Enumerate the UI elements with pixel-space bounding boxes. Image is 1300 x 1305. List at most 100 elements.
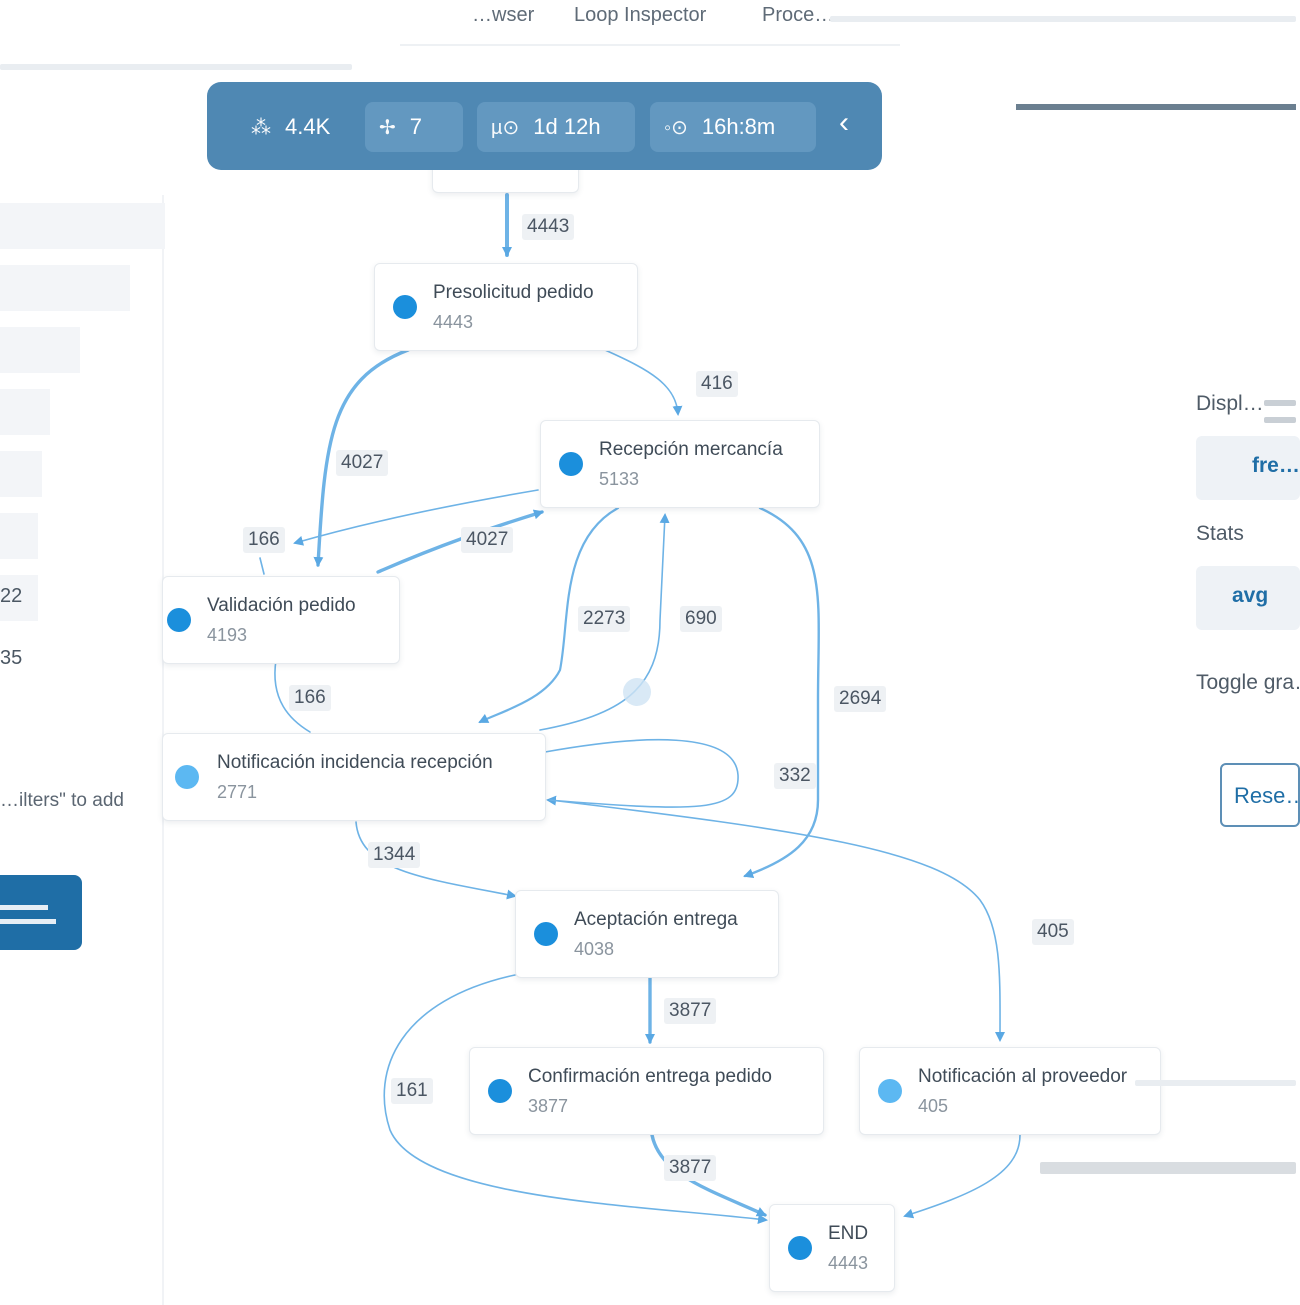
cases-icon: ⁂ [251, 116, 271, 139]
edge-label: 416 [696, 371, 738, 397]
toggle-graph-label: Toggle gra… [1196, 671, 1300, 694]
edge-label: 161 [391, 1078, 433, 1104]
mean-duration-icon: µ⊙ [491, 116, 520, 139]
display-value: fre… [1252, 454, 1300, 477]
right-divider [1135, 1080, 1296, 1086]
activity-dot-icon [559, 452, 583, 476]
node-end[interactable]: END 4443 [769, 1204, 895, 1292]
filter-row[interactable] [0, 327, 80, 373]
filter-value: 22 [0, 585, 23, 607]
edge [259, 557, 265, 575]
activities-value: 7 [409, 114, 423, 139]
cases-stat[interactable]: ⁂ 4.4K [237, 102, 349, 152]
edge-label: 4027 [336, 450, 389, 476]
filter-row[interactable] [0, 265, 130, 311]
edge-label: 690 [680, 606, 722, 632]
edge-label: 332 [774, 763, 816, 789]
node-confirmacion-entrega-pedido[interactable]: Confirmación entrega pedido 3877 [469, 1047, 824, 1135]
tab-process[interactable]: Proce… [762, 4, 835, 26]
tab-browser[interactable]: …wser [472, 4, 535, 26]
edge-label: 166 [243, 527, 285, 553]
node-name: Notificación incidencia recepción [217, 752, 493, 773]
node-count: 405 [918, 1096, 949, 1116]
tab-loop-inspector[interactable]: Loop Inspector [574, 4, 707, 26]
edge [604, 349, 683, 416]
edge-label: 4027 [461, 527, 514, 553]
cases-value: 4.4K [285, 114, 331, 139]
node-name: Recepción mercancía [599, 439, 783, 460]
activities-stat[interactable]: ✢ 7 [365, 102, 463, 152]
edge [549, 799, 1006, 1042]
node-presolicitud-pedido[interactable]: Presolicitud pedido 4443 [374, 263, 638, 351]
filter-row[interactable] [0, 513, 38, 559]
tab-bar: …wser Loop Inspector Proce… [400, 0, 900, 46]
node-validacion-pedido[interactable]: Validación pedido 4193 [162, 576, 400, 664]
node-name: Validación pedido [207, 595, 356, 616]
collapse-chevron-icon[interactable]: ‹ [839, 106, 849, 139]
edge-label: 3877 [664, 1155, 717, 1181]
node-name: Presolicitud pedido [433, 282, 594, 303]
header-divider [0, 64, 352, 70]
node-name: Confirmación entrega pedido [528, 1066, 772, 1087]
reset-label: Rese… [1234, 783, 1300, 808]
node-count: 4443 [828, 1253, 869, 1273]
reset-button[interactable]: Rese… [1220, 763, 1300, 827]
node-count: 4193 [207, 625, 248, 645]
tab-divider [830, 16, 1296, 22]
display-divider [1264, 417, 1296, 423]
median-duration-value: 16h:8m [701, 114, 776, 139]
filter-row[interactable] [0, 203, 165, 249]
activity-dot-icon [534, 922, 558, 946]
node-count: 2771 [217, 782, 258, 802]
node-name: Notificación al proveedor [918, 1066, 1128, 1087]
edge-label: 4443 [522, 214, 575, 240]
edge [478, 506, 620, 724]
activity-dot-icon [175, 765, 199, 789]
display-divider [1264, 400, 1296, 406]
scroll-bar[interactable] [1040, 1162, 1296, 1174]
stats-label: Stats [1196, 522, 1244, 545]
node-count: 3877 [528, 1096, 569, 1116]
activity-dot-icon [167, 608, 191, 632]
edge [313, 348, 410, 567]
edge-label: 166 [289, 685, 331, 711]
node-name: END [828, 1223, 869, 1244]
edge [383, 974, 768, 1225]
edge-label: 1344 [368, 842, 421, 868]
mean-duration-stat[interactable]: µ⊙ 1d 12h [477, 102, 635, 152]
edge [544, 738, 739, 808]
activity-dot-icon [488, 1079, 512, 1103]
apply-filters-button[interactable] [0, 875, 82, 950]
activity-dot-icon [788, 1236, 812, 1260]
edge [743, 506, 820, 879]
node-notificacion-incidencia-recepcion[interactable]: Notificación incidencia recepción 2771 [162, 733, 546, 821]
edge-label: 2273 [578, 606, 631, 632]
edge [293, 489, 539, 546]
node-name: Aceptación entrega [574, 909, 738, 930]
node-aceptacion-entrega[interactable]: Aceptación entrega 4038 [515, 890, 779, 978]
edge [355, 821, 517, 900]
filter-row[interactable] [0, 451, 42, 497]
add-filters-hint: …ilters" to add [0, 790, 124, 811]
mean-duration-value: 1d 12h [533, 114, 601, 139]
display-label: Displ… [1196, 392, 1264, 415]
display-select[interactable]: fre… [1196, 436, 1300, 500]
edge-label: 405 [1032, 919, 1074, 945]
node-recepcion-mercancia[interactable]: Recepción mercancía 5133 [540, 420, 820, 508]
activity-dot-icon [878, 1079, 902, 1103]
filter-row[interactable] [0, 389, 50, 435]
filter-value: 35 [0, 647, 23, 669]
edge [903, 1134, 1021, 1219]
node-count: 4443 [433, 312, 474, 332]
node-count: 4038 [574, 939, 615, 959]
median-duration-stat[interactable]: ◦⊙ 16h:8m [650, 102, 816, 152]
stats-toolbar: ⁂ 4.4K ✢ 7 µ⊙ 1d 12h ◦⊙ 16h:8m ‹ [207, 82, 882, 170]
stats-value: avg [1232, 584, 1269, 607]
edge-label: 2694 [834, 686, 887, 712]
activity-dot-icon [393, 295, 417, 319]
median-duration-icon: ◦⊙ [664, 116, 688, 139]
filter-row[interactable] [0, 575, 38, 621]
stats-select[interactable]: avg [1196, 566, 1300, 630]
node-notificacion-al-proveedor[interactable]: Notificación al proveedor 405 [859, 1047, 1161, 1135]
